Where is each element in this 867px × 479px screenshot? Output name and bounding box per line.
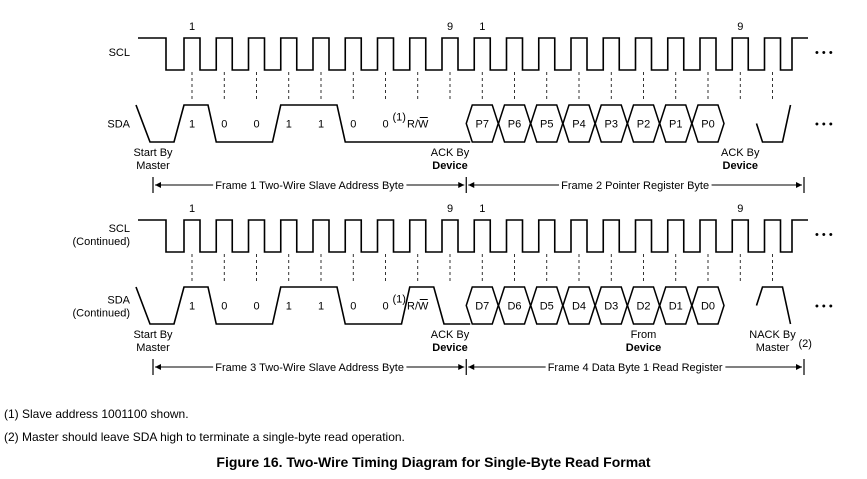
address-bit-label: 0 — [350, 301, 356, 313]
footnote-2: (2) Master should leave SDA high to term… — [4, 430, 405, 444]
arrowhead — [155, 364, 161, 370]
read-write-label: R/W — [407, 301, 429, 313]
address-bit-label: 1 — [189, 119, 195, 131]
data-bit-label: P7 — [476, 119, 489, 131]
footnote-2-mark: (2) — [799, 338, 812, 350]
ack-label: ACK By — [721, 147, 760, 159]
continuation-ellipsis: • • • — [815, 229, 833, 241]
arrowhead — [796, 364, 802, 370]
sda-address-line — [135, 104, 471, 143]
read-write-label: R/W — [407, 119, 429, 131]
sda-ack-tail — [755, 104, 792, 143]
arrowhead — [468, 364, 475, 370]
data-bit-label: P6 — [508, 119, 521, 131]
scl-label: (Continued) — [73, 236, 130, 248]
address-bit-label: 1 — [286, 119, 292, 131]
address-bit-label: 0 — [221, 301, 227, 313]
data-bit-label: D7 — [475, 301, 489, 313]
scl-clock-line — [138, 37, 808, 71]
data-bit-cell — [691, 104, 725, 143]
frame-label-left: Frame 3 Two-Wire Slave Address Byte — [215, 362, 404, 374]
footnote-1-mark: (1) — [393, 294, 406, 306]
data-bit-label: P3 — [605, 119, 618, 131]
frame-label-left: Frame 1 Two-Wire Slave Address Byte — [215, 180, 404, 192]
sda-label: SDA — [107, 119, 130, 131]
clock-number: 1 — [479, 21, 485, 33]
data-bit-label: P0 — [701, 119, 714, 131]
sda-address-line — [135, 286, 471, 325]
continuation-ellipsis: • • • — [815, 119, 833, 131]
address-bit-label: 0 — [382, 301, 388, 313]
clock-number: 1 — [479, 203, 485, 215]
arrowhead — [155, 182, 161, 188]
data-bit-label: P4 — [572, 119, 585, 131]
from-label: Device — [626, 342, 661, 354]
address-bit-label: 0 — [221, 119, 227, 131]
address-bit-label: 0 — [253, 119, 259, 131]
nack-label: Master — [756, 342, 790, 354]
data-bit-label: D1 — [669, 301, 683, 313]
data-bit-label: D4 — [572, 301, 586, 313]
scl-label: SCL — [109, 223, 130, 235]
frame-label-right: Frame 4 Data Byte 1 Read Register — [548, 362, 723, 374]
nack-label: NACK By — [749, 329, 796, 341]
arrowhead — [796, 182, 802, 188]
clock-number: 1 — [189, 21, 195, 33]
clock-number: 9 — [737, 203, 743, 215]
clock-number: 9 — [447, 21, 453, 33]
clock-number: 9 — [737, 21, 743, 33]
address-bit-label: 0 — [253, 301, 259, 313]
arrowhead — [468, 182, 475, 188]
clock-number: 9 — [447, 203, 453, 215]
address-bit-label: 1 — [318, 301, 324, 313]
address-bit-label: 0 — [382, 119, 388, 131]
arrowhead — [458, 364, 465, 370]
address-bit-label: 1 — [189, 301, 195, 313]
data-bit-label: D3 — [604, 301, 618, 313]
ack-label: ACK By — [431, 329, 470, 341]
ack-label: Device — [432, 342, 467, 354]
sda-nack-tail — [755, 286, 792, 325]
data-bit-cell — [691, 286, 725, 325]
data-bit-label: D2 — [636, 301, 650, 313]
start-label: Start By — [133, 147, 173, 159]
arrowhead — [458, 182, 465, 188]
ack-label: Device — [432, 160, 467, 172]
footnote-1: (1) Slave address 1001100 shown. — [4, 407, 189, 421]
start-label: Master — [136, 160, 170, 172]
sda-label: SDA — [107, 295, 130, 307]
data-bit-label: D6 — [507, 301, 521, 313]
ack-label: Device — [723, 160, 758, 172]
start-label: Start By — [133, 329, 173, 341]
data-bit-label: D5 — [540, 301, 554, 313]
footnote-1-mark: (1) — [393, 112, 406, 124]
ack-label: ACK By — [431, 147, 470, 159]
data-bit-label: P2 — [637, 119, 650, 131]
scl-clock-line — [138, 219, 808, 253]
continuation-ellipsis: • • • — [815, 301, 833, 313]
timing-panel-2 — [135, 219, 808, 375]
address-bit-label: 0 — [350, 119, 356, 131]
sda-label: (Continued) — [73, 308, 130, 320]
data-bit-label: D0 — [701, 301, 715, 313]
clock-number: 1 — [189, 203, 195, 215]
scl-label: SCL — [109, 47, 130, 59]
figure-caption: Figure 16. Two-Wire Timing Diagram for S… — [216, 454, 651, 470]
data-bit-label: P1 — [669, 119, 682, 131]
address-bit-label: 1 — [286, 301, 292, 313]
from-label: From — [631, 329, 657, 341]
address-bit-label: 1 — [318, 119, 324, 131]
start-label: Master — [136, 342, 170, 354]
continuation-ellipsis: • • • — [815, 47, 833, 59]
frame-label-right: Frame 2 Pointer Register Byte — [561, 180, 709, 192]
timing-panel-1 — [135, 37, 808, 193]
data-bit-label: P5 — [540, 119, 553, 131]
